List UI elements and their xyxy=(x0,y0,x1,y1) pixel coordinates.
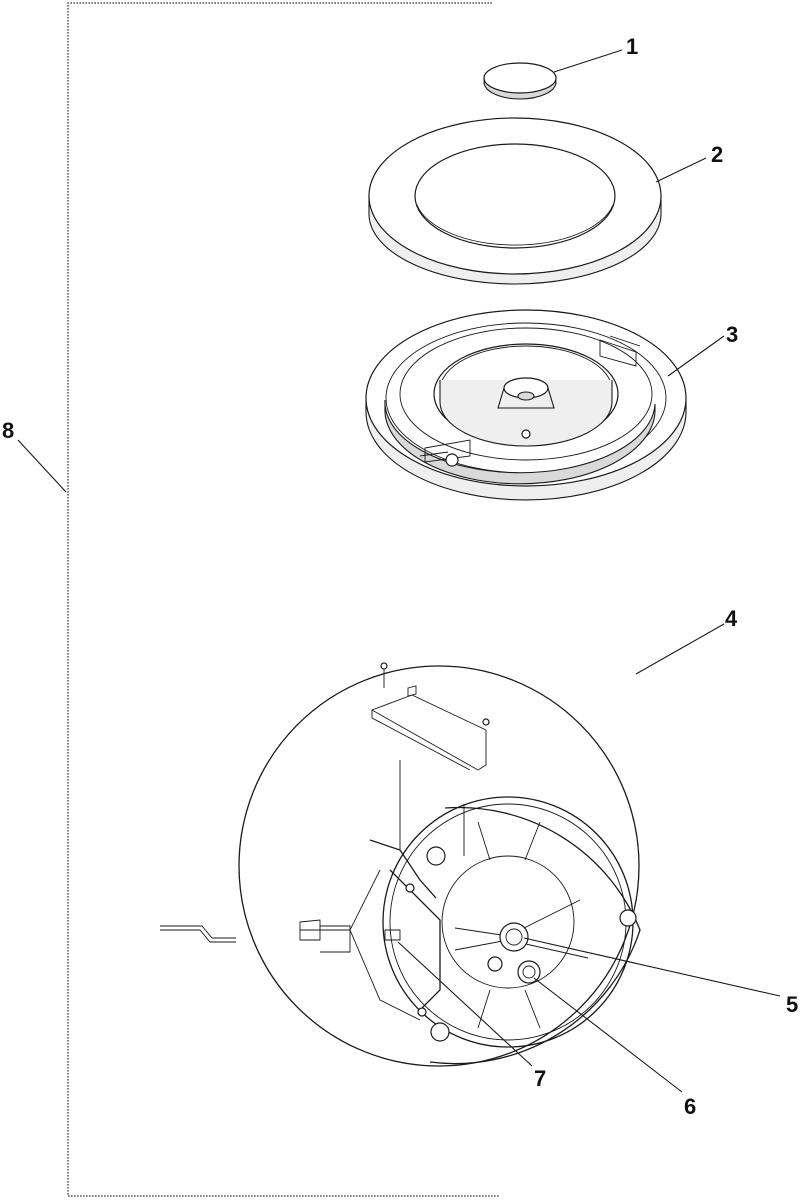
leader-1 xyxy=(553,49,623,73)
leader-lines xyxy=(17,49,781,1093)
leader-7 xyxy=(397,941,533,1067)
leader-6 xyxy=(533,977,683,1093)
callout-4: 4 xyxy=(725,606,738,631)
callout-3: 3 xyxy=(726,322,738,347)
leader-4 xyxy=(635,623,725,675)
callouts: 1 2 3 4 5 6 7 8 xyxy=(2,34,798,1119)
part-housing-plate xyxy=(160,662,641,1067)
leader-2 xyxy=(655,157,707,183)
part-turntable-base xyxy=(365,309,687,501)
callout-5: 5 xyxy=(786,992,798,1017)
part-cap xyxy=(483,62,557,100)
leader-5 xyxy=(523,937,781,997)
callout-6: 6 xyxy=(684,1094,696,1119)
assembly-bracket xyxy=(67,2,500,1197)
part-ring xyxy=(368,117,662,285)
callout-7: 7 xyxy=(534,1066,546,1091)
callout-8: 8 xyxy=(2,418,14,443)
callout-2: 2 xyxy=(711,142,723,167)
callout-1: 1 xyxy=(626,34,638,59)
leader-8 xyxy=(17,439,67,493)
leader-3 xyxy=(667,335,725,377)
